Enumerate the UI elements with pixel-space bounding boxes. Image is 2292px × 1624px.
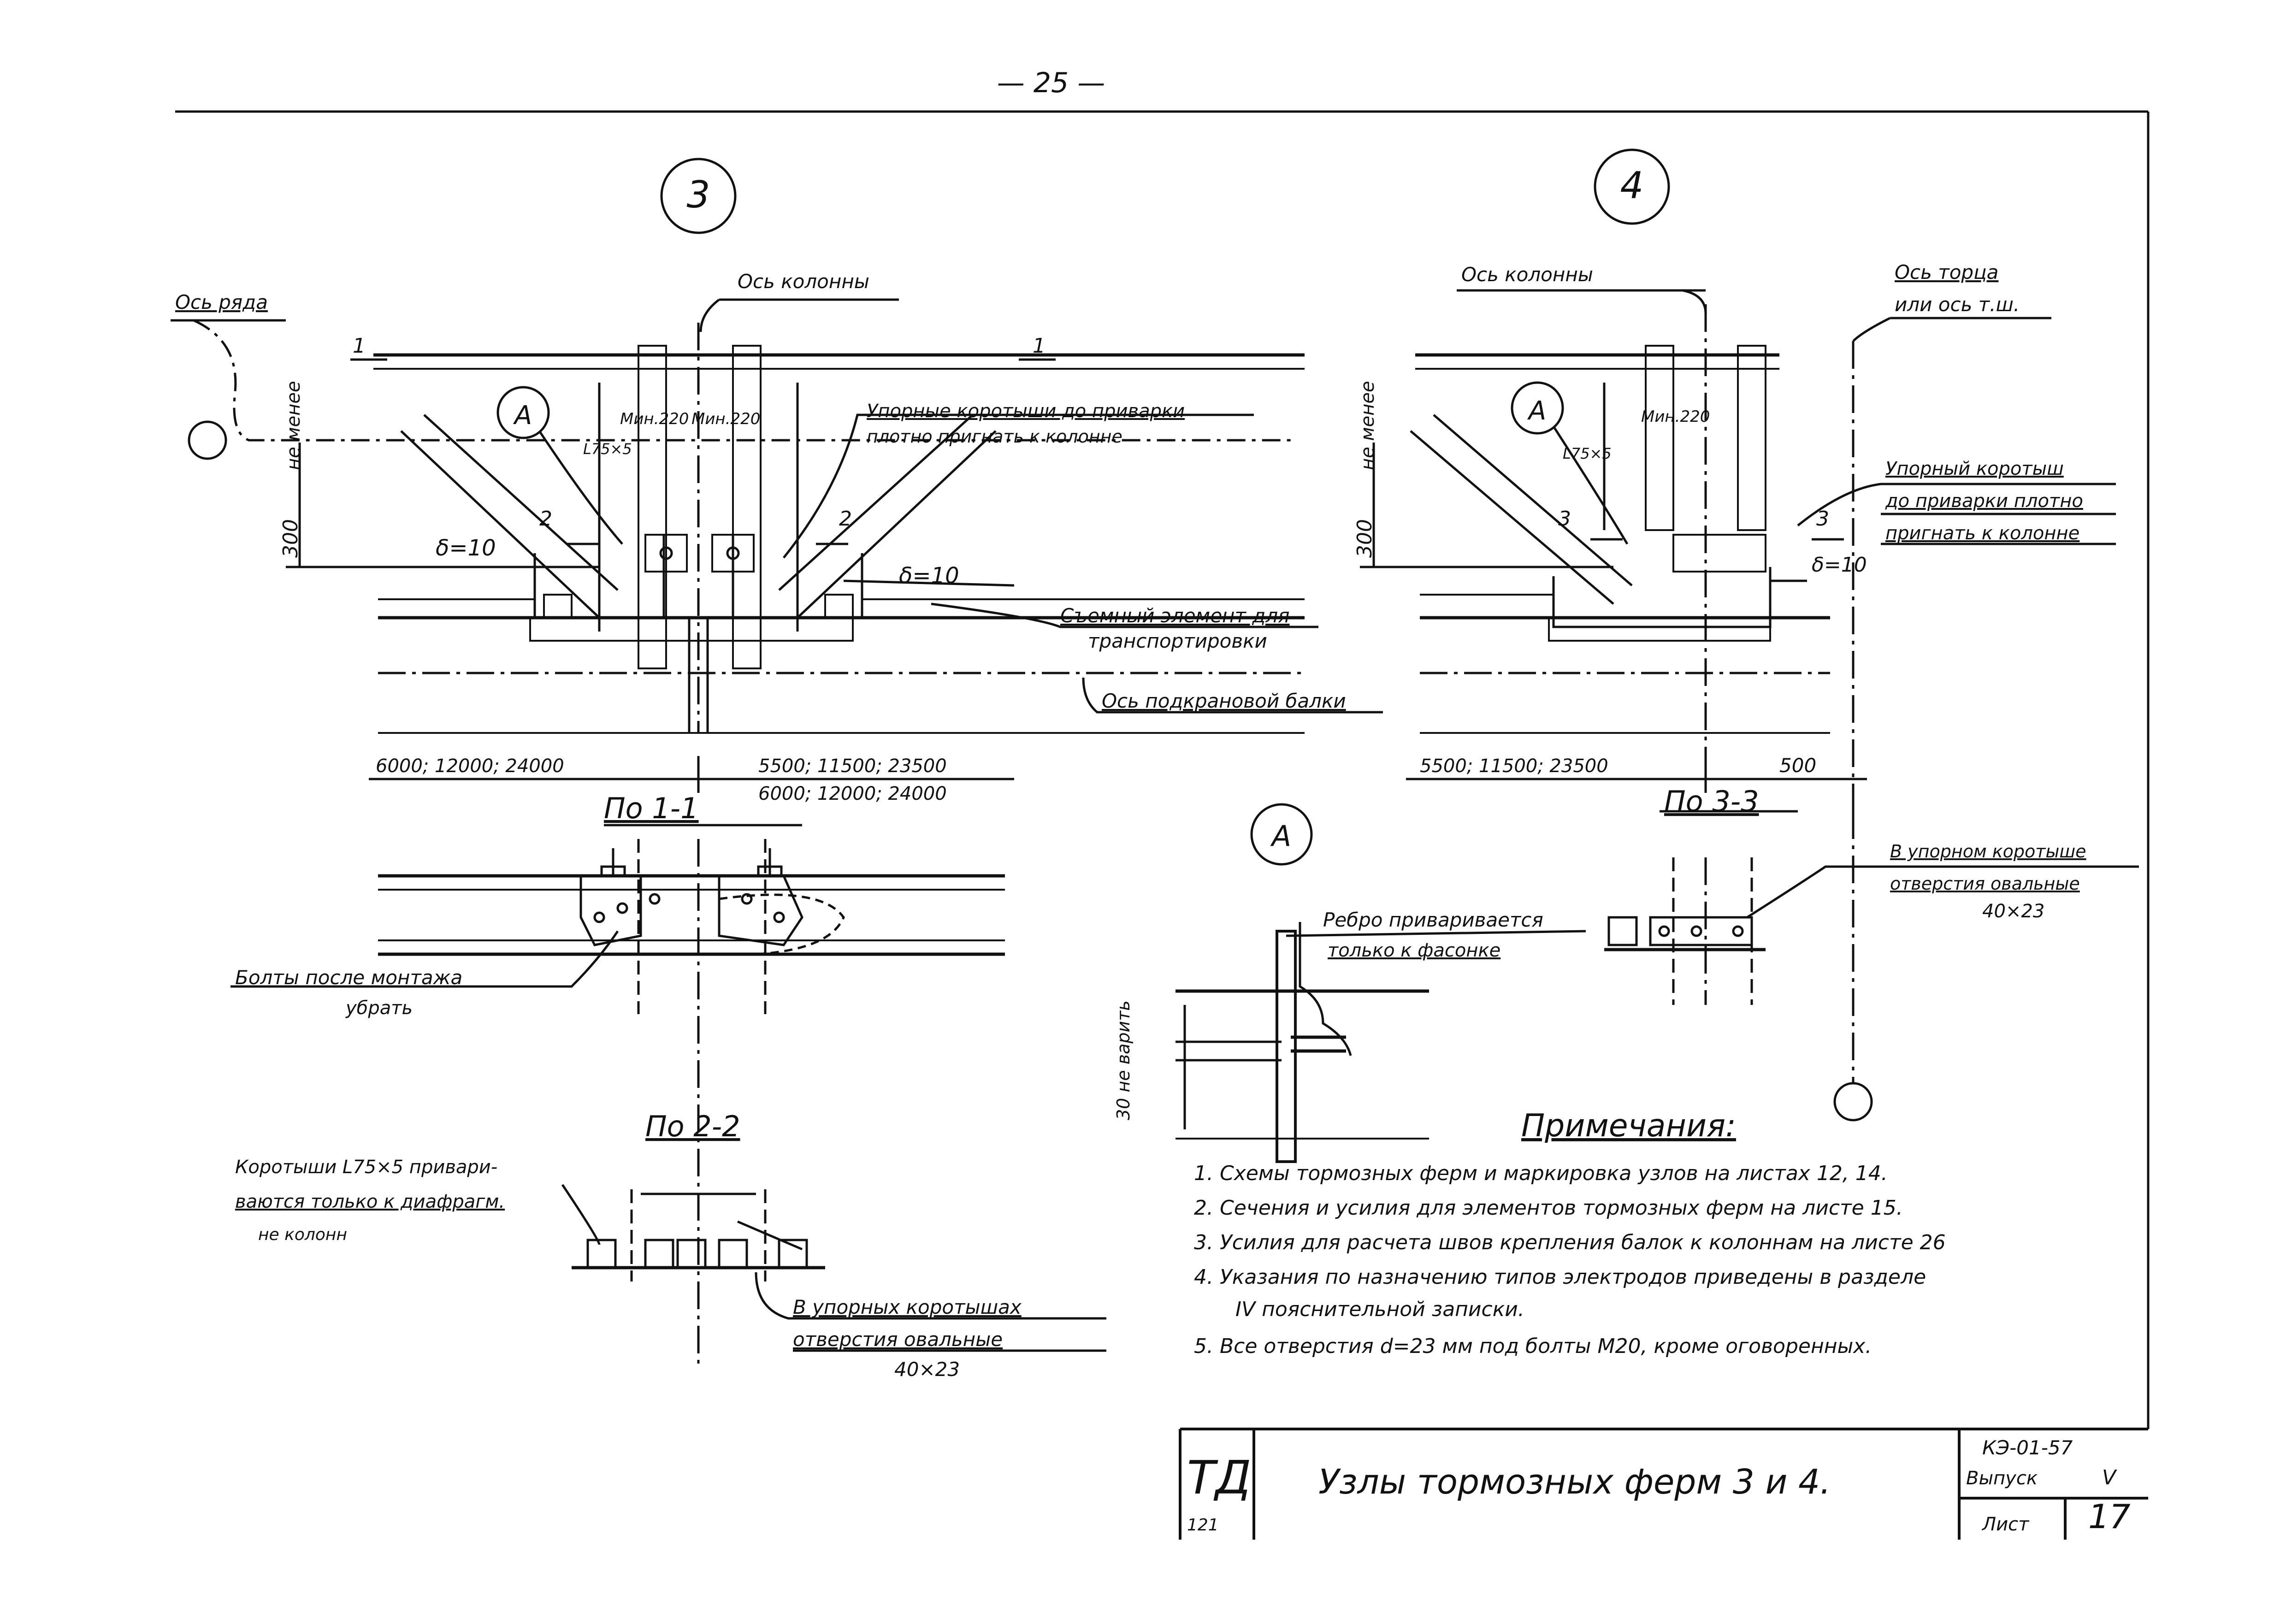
angle-label-right: L75×5 xyxy=(1563,445,1612,462)
dims-mid-1: 5500; 11500; 23500 xyxy=(758,756,947,777)
min220-label-c: Мин.220 xyxy=(1641,407,1710,426)
labels: 3 4 A A A Ось ряда Ось колонны Ось колон… xyxy=(175,164,2086,1381)
stop-right-line-1: Упорный коротыш xyxy=(1885,458,2064,479)
detail-a-drawing xyxy=(1176,803,1586,1163)
rib-label-2: только к фасонке xyxy=(1328,940,1500,961)
sheet-label: Лист xyxy=(1981,1514,2030,1535)
note-1: 1. Схемы тормозных ферм и маркировка узл… xyxy=(1194,1162,1888,1185)
notes-block: Примечания: 1. Схемы тормозных ферм и ма… xyxy=(1194,1108,1946,1358)
column-axis-label-right: Ось колонны xyxy=(1461,263,1593,286)
row-axis-label: Ось ряда xyxy=(175,291,268,313)
section-title-2-2: По 2-2 xyxy=(645,1110,740,1143)
section-2-2-drawing xyxy=(561,1184,1106,1352)
rib-dim-label: 30 не варить xyxy=(1113,1000,1134,1120)
title-block: ТД 121 Узлы тормозных ферм 3 и 4. КЭ-01-… xyxy=(1187,1436,2131,1536)
min220-label-b: Мин.220 xyxy=(691,410,760,428)
not-less-label-right: не менее xyxy=(1357,381,1378,470)
note-5: 5. Все отверстия d=23 мм под болты М20, … xyxy=(1194,1335,1872,1358)
oval-22-line-2: отверстия овальные xyxy=(793,1328,1003,1351)
dims-left: 6000; 12000; 24000 xyxy=(376,756,564,777)
note-4: 4. Указания по назначению типов электрод… xyxy=(1194,1265,1926,1289)
oval-22-line-1: В упорных коротышах xyxy=(793,1296,1022,1318)
section-mark-1-left: 1 xyxy=(353,334,366,358)
note-3: 3. Усилия для расчета швов крепления бал… xyxy=(1194,1231,1946,1254)
issue-label: Выпуск xyxy=(1966,1468,2038,1489)
delta-label-a: δ=10 xyxy=(436,535,496,561)
node-3-drawing xyxy=(171,158,1383,793)
short-label-3: не колонн xyxy=(258,1225,347,1244)
oval-33-line-2: отверстия овальные xyxy=(1890,874,2080,894)
short-label-2: ваются только к диафрагм. xyxy=(235,1191,505,1212)
section-mark-2-right: 2 xyxy=(839,507,852,531)
delta-label-c: δ=10 xyxy=(1812,553,1867,577)
removable-line-2: транспортировки xyxy=(1088,630,1267,652)
dims-mid-2: 6000; 12000; 24000 xyxy=(758,783,947,804)
org-logo: ТД xyxy=(1187,1451,1251,1505)
node-4-label: 4 xyxy=(1620,164,1644,207)
rib-label-1: Ребро приваривается xyxy=(1323,909,1543,931)
end-axis-label-2: или ось т.ш. xyxy=(1895,293,2020,316)
dim-500: 500 xyxy=(1779,754,1816,777)
section-3-3-drawing xyxy=(1604,810,2139,1005)
project-code: КЭ-01-57 xyxy=(1982,1436,2073,1459)
title-block-frame xyxy=(1179,1428,2148,1540)
stop-left-line-2: плотно пригнать к колонне xyxy=(867,426,1122,447)
section-mark-1-right: 1 xyxy=(1033,334,1046,358)
bolts-label-1: Болты после монтажа xyxy=(235,966,462,989)
section-1-1-drawing xyxy=(230,824,1005,1364)
bolts-label-2: убрать xyxy=(345,998,413,1019)
sheet-frame xyxy=(175,110,2150,1429)
note-4-cont: IV пояснительной записки. xyxy=(1235,1298,1524,1321)
stop-left-line-1: Упорные коротыши до приварки xyxy=(867,401,1185,422)
sheet-number: 17 xyxy=(2088,1497,2131,1536)
oval-22-line-3: 40×23 xyxy=(894,1358,960,1381)
dim-300-right: 300 xyxy=(1353,519,1376,558)
section-title-3-3: По 3-3 xyxy=(1664,785,1759,818)
stop-right-line-3: пригнать к колонне xyxy=(1885,523,2079,544)
node-a-label-3: A xyxy=(513,401,532,431)
oval-33-line-3: 40×23 xyxy=(1982,901,2044,922)
node-3-label: 3 xyxy=(687,173,710,216)
short-label-1: Коротыши L75×5 привари- xyxy=(235,1157,497,1178)
note-2: 2. Сечения и усилия для элементов тормоз… xyxy=(1194,1196,1903,1220)
dims-right: 5500; 11500; 23500 xyxy=(1420,756,1608,777)
delta-label-b: δ=10 xyxy=(899,563,959,589)
crane-axis-label: Ось подкрановой балки xyxy=(1102,690,1346,712)
min220-label-a: Мин.220 xyxy=(620,410,689,428)
section-mark-3-right: 3 xyxy=(1816,507,1829,531)
oval-33-line-1: В упорном коротыше xyxy=(1890,841,2086,862)
drawing-title: Узлы тормозных ферм 3 и 4. xyxy=(1318,1462,1831,1502)
angle-label-left: L75×5 xyxy=(583,440,632,458)
detail-a-label: A xyxy=(1270,819,1291,853)
org-logo-sub: 121 xyxy=(1187,1516,1219,1535)
notes-title: Примечания: xyxy=(1521,1108,1736,1144)
removable-line-1: Съемный элемент для xyxy=(1060,604,1289,627)
stop-right-line-2: до приварки плотно xyxy=(1885,490,2083,512)
page-number: — 25 — xyxy=(997,67,1105,99)
section-mark-2-left: 2 xyxy=(539,507,552,531)
not-less-label-left: не менее xyxy=(283,381,304,470)
node-4-drawing xyxy=(1360,148,2116,1122)
dim-300-left: 300 xyxy=(279,519,302,558)
section-title-1-1: По 1-1 xyxy=(604,791,699,825)
end-axis-label-1: Ось торца xyxy=(1895,261,1998,283)
column-axis-label-left: Ось колонны xyxy=(738,270,869,293)
section-mark-3-left: 3 xyxy=(1558,507,1571,531)
issue-value: V xyxy=(2102,1466,2117,1489)
node-a-label-4: A xyxy=(1527,396,1546,426)
